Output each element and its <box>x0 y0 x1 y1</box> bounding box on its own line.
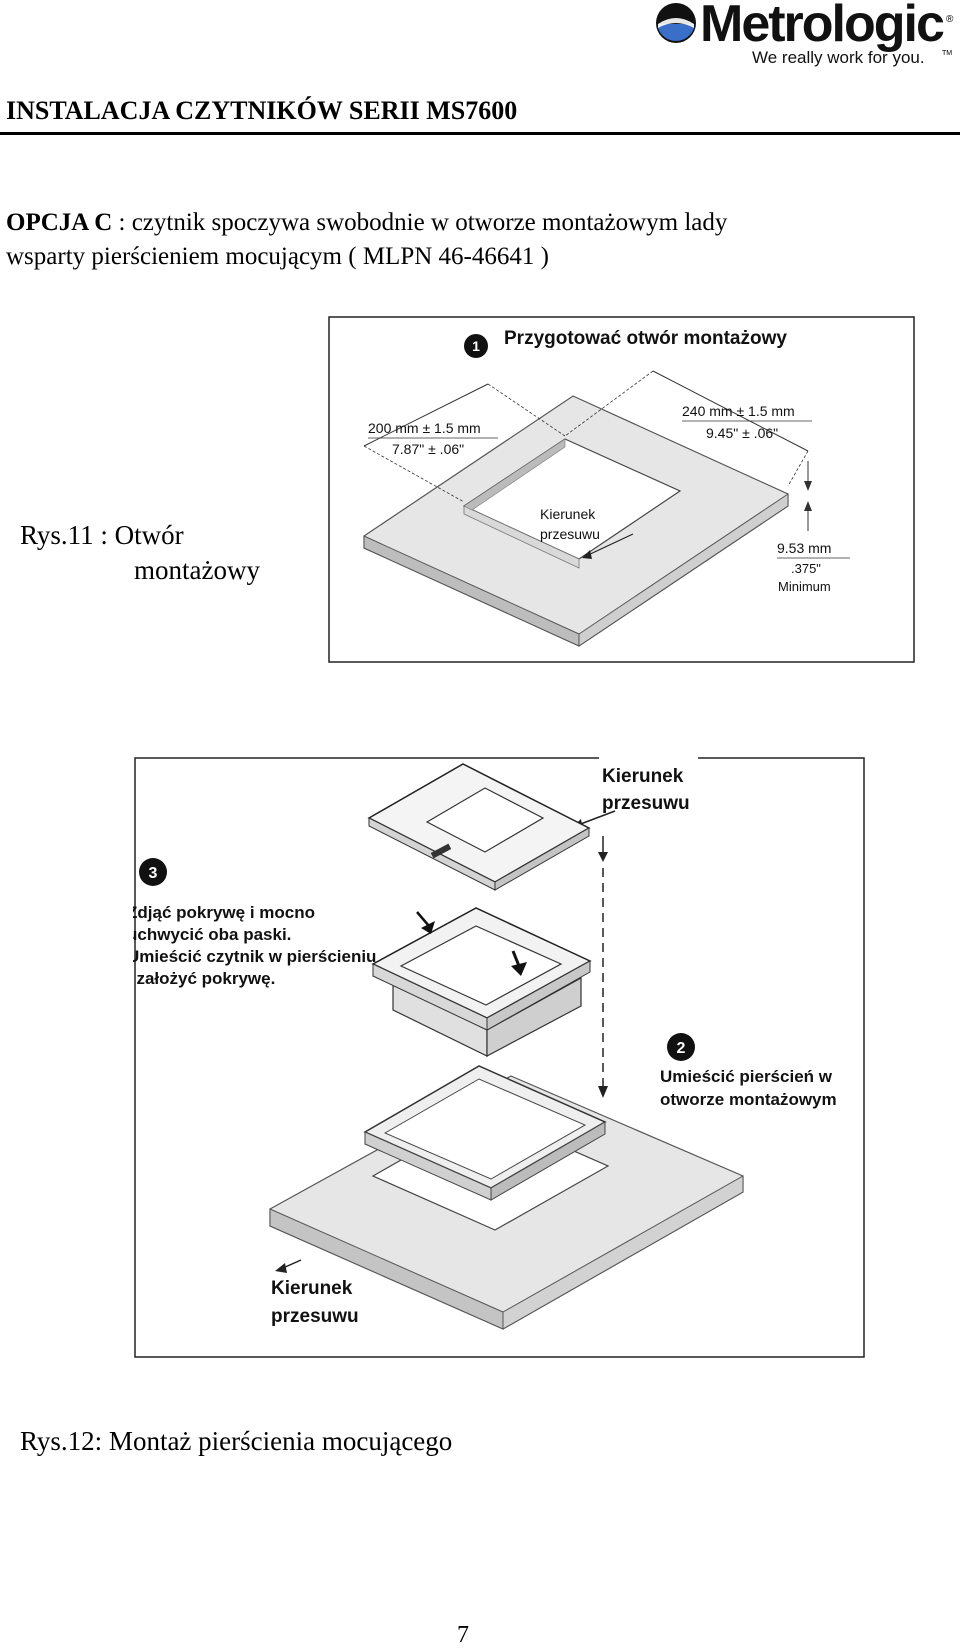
title-divider <box>0 132 960 135</box>
page-title: INSTALACJA CZYTNIKÓW SERII MS7600 <box>6 96 518 125</box>
figure-11-caption-line1: Rys.11 : Otwór <box>20 520 184 550</box>
direction-bottom-line1: Kierunek <box>271 1278 353 1299</box>
step-1-title: Przygotować otwór montażowy <box>504 328 787 349</box>
figure-12-ring-assembly: Kierunek przesuwu 3 Zdjąć pokrywę i mocn… <box>133 757 865 1358</box>
option-text-line2: wsparty pierścieniem mocującym ( MLPN 46… <box>6 243 549 270</box>
step-2-badge-icon <box>667 1033 695 1061</box>
metrologic-logo-mark <box>656 3 696 43</box>
logo-trademark: TM <box>942 50 953 57</box>
thickness-mm: 9.53 mm <box>777 540 831 556</box>
figure-11-mounting-hole: 1 Przygotować otwór montażowy 200 mm ± 1… <box>328 316 915 663</box>
direction-label-line1: Kierunek <box>540 506 596 522</box>
step-3-line2: uchwycić oba paski. <box>133 925 291 944</box>
insert-arrow-icon-2 <box>511 962 527 976</box>
dim-width-mm: 200 mm ± 1.5 mm <box>368 420 481 436</box>
option-description: OPCJA C : czytnik spoczywa swobodnie w o… <box>6 206 727 274</box>
step-3-number: 3 <box>149 865 158 882</box>
direction-arrow-icon <box>582 550 592 559</box>
option-label: OPCJA C <box>6 209 113 236</box>
insert-arrow-icon <box>421 921 435 934</box>
step-3-line4: i założyć pokrywę. <box>133 969 275 988</box>
dim-width-in: 7.87" ± .06" <box>392 441 464 457</box>
page-number: 7 <box>457 1622 469 1648</box>
figure-12-caption: Rys.12: Montaż pierścienia mocującego <box>20 1426 453 1456</box>
option-text-line1: : czytnik spoczywa swobodnie w otworze m… <box>112 209 728 236</box>
direction-top-line1: Kierunek <box>602 766 684 787</box>
step-1-badge-icon <box>464 334 488 358</box>
logo-tagline: We really work for you. <box>752 48 925 67</box>
dim-length-mm: 240 mm ± 1.5 mm <box>682 403 795 419</box>
step-3-badge-icon <box>139 858 167 886</box>
direction-label-line2: przesuwu <box>540 526 600 542</box>
direction-top-line2: przesuwu <box>602 793 690 814</box>
figure-11-caption-line2: montażowy <box>134 555 260 585</box>
step-3-line1: Zdjąć pokrywę i mocno <box>133 903 315 922</box>
dim-length-in: 9.45" ± .06" <box>706 425 778 441</box>
scanner-window <box>399 925 563 1006</box>
step-1-number: 1 <box>472 338 480 354</box>
thickness-in: .375" <box>791 561 821 576</box>
logo-wordmark: Metrologic <box>700 0 945 53</box>
step-2-number: 2 <box>677 1040 686 1057</box>
step-2-line2: otworze montażowym <box>660 1090 837 1109</box>
direction-bottom-line2: przesuwu <box>271 1306 359 1327</box>
thickness-note: Minimum <box>778 579 831 594</box>
step-2-line1: Umieścić pierścień w <box>660 1067 833 1086</box>
step-3-line3: Umieścić czytnik w pierścieniu <box>133 947 376 966</box>
figure-12-frame <box>134 757 865 1358</box>
logo-registered-mark: ® <box>946 14 954 25</box>
cover-window <box>425 787 545 853</box>
direction-bottom-arrow-icon <box>275 1263 287 1273</box>
